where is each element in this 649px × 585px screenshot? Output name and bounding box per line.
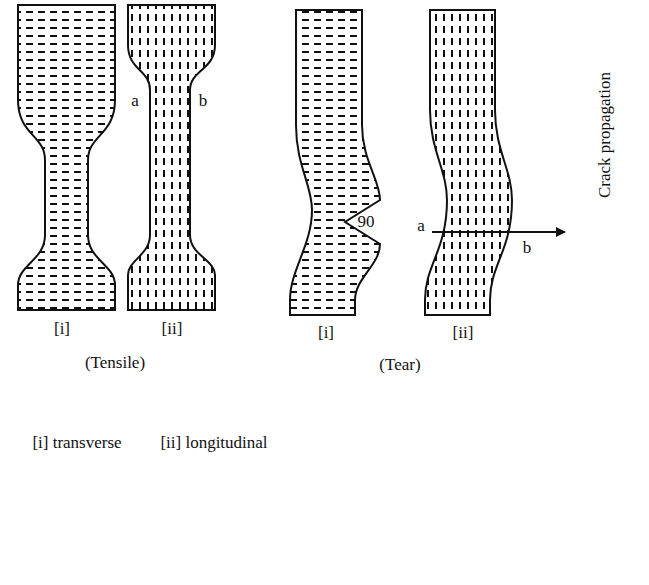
test-caption: (Tensile) <box>85 354 145 371</box>
point-label: b <box>523 239 532 256</box>
part-label: [ii] <box>453 324 474 341</box>
angle-label: 90 <box>358 213 375 230</box>
gauge-mark: a <box>131 92 139 109</box>
legend-note: [i] transverse <box>32 434 121 451</box>
part-label: [i] <box>54 320 70 337</box>
part-label: [ii] <box>162 320 183 337</box>
tensile-longitudinal-specimen <box>128 5 215 310</box>
point-label: a <box>417 217 425 234</box>
gauge-mark: b <box>199 92 208 109</box>
test-caption: (Tear) <box>379 356 420 373</box>
legend-note: [ii] longitudinal <box>160 434 267 451</box>
tensile-transverse-specimen <box>18 5 115 310</box>
axis-label: Crack propagation <box>596 72 613 198</box>
tear-longitudinal-specimen <box>425 10 512 315</box>
tear-transverse-specimen <box>290 10 380 315</box>
crack-arrow <box>432 231 565 233</box>
part-label: [i] <box>318 324 334 341</box>
